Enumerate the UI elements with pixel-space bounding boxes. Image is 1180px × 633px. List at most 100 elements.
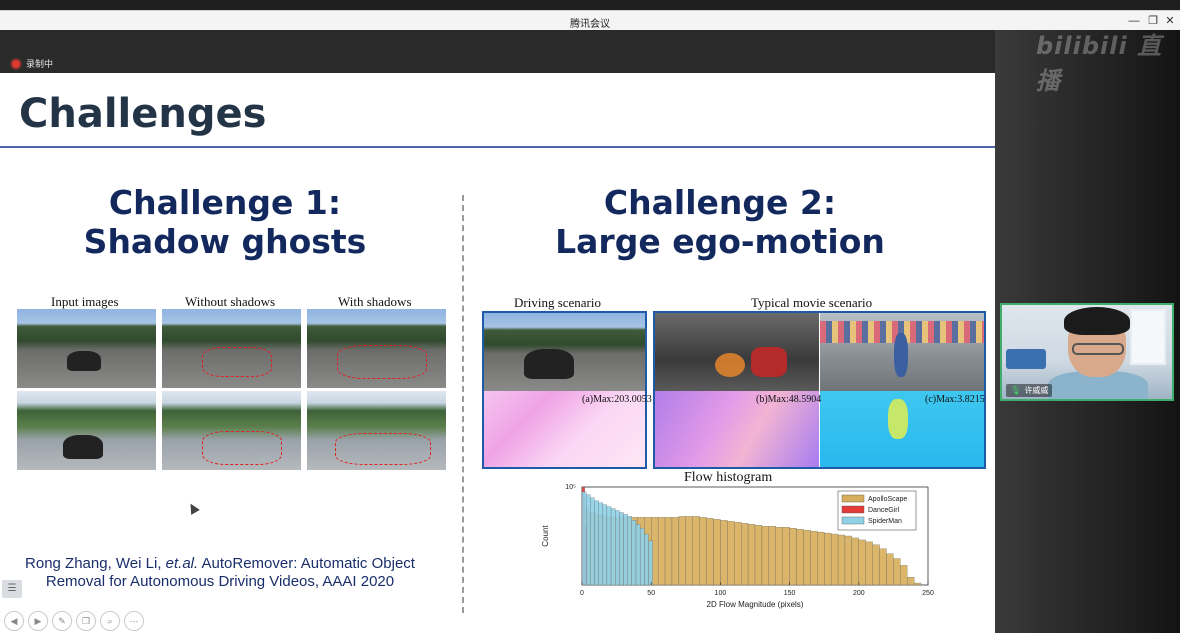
max-label-c: (c)Max:3.8215 xyxy=(925,394,985,405)
person-glasses xyxy=(1072,343,1124,355)
label-driving-scenario: Driving scenario xyxy=(514,295,602,310)
histogram-bar xyxy=(796,528,804,586)
shadow-outline xyxy=(202,431,282,465)
challenge-2-line1: Challenge 2: xyxy=(603,183,837,222)
participant-video-tile[interactable]: 🎙 许威威 xyxy=(1000,303,1174,401)
histogram-bar xyxy=(615,510,620,586)
crowd-shape xyxy=(820,321,984,343)
histogram-bar xyxy=(639,528,645,586)
citation-etal: et.al. xyxy=(165,555,199,572)
room-window xyxy=(1130,309,1166,365)
histogram-bar xyxy=(865,541,873,586)
recording-indicator[interactable]: 录制中 xyxy=(12,57,53,70)
next-slide-icon[interactable]: ▶ xyxy=(28,611,48,631)
input-image-2 xyxy=(17,391,156,470)
legend-swatch xyxy=(841,505,865,514)
column-divider xyxy=(462,195,464,613)
previous-slide-icon[interactable]: ◀ xyxy=(4,611,24,631)
zoom-icon[interactable]: ⌕ xyxy=(100,611,120,631)
maximize-button[interactable]: ❐ xyxy=(1148,15,1158,27)
x-tick-label: 150 xyxy=(784,590,796,597)
histogram-bar xyxy=(747,524,756,586)
slide-title: Challenges xyxy=(19,91,267,137)
x-tick-label: 50 xyxy=(647,590,655,597)
histogram-bar xyxy=(817,531,825,586)
histogram-bar xyxy=(830,533,839,586)
label-without-shadows: Without shadows xyxy=(185,294,276,309)
slide-list-button[interactable]: ☰ xyxy=(2,580,22,598)
y-axis-label: Count xyxy=(541,525,550,547)
legend-entry: SpiderMan xyxy=(868,518,902,525)
histogram-bar xyxy=(824,532,832,586)
histogram-bar xyxy=(692,516,700,586)
pen-icon[interactable]: ✎ xyxy=(52,611,72,631)
driving-image xyxy=(484,313,645,391)
histogram-bar xyxy=(699,517,707,586)
histogram-bar xyxy=(851,537,859,586)
x-tick-label: 200 xyxy=(853,590,865,597)
more-icon[interactable]: ⋯ xyxy=(124,611,144,631)
histogram-bar xyxy=(594,500,599,586)
citation-title-start: AutoRemover: Automatic Object xyxy=(198,555,415,572)
participant-name: 许威威 xyxy=(1024,386,1049,395)
dancer-figure xyxy=(894,333,908,377)
histogram-bar xyxy=(803,529,811,586)
histogram-bar xyxy=(648,540,653,586)
challenge-1-line2: Shadow ghosts xyxy=(83,222,367,261)
car-shape xyxy=(63,435,103,459)
mouse-cursor-icon xyxy=(186,501,200,515)
movie-frame: (b)Max:48.5904 (c)Max:3.8215 xyxy=(653,311,986,469)
histogram-bar xyxy=(644,533,649,586)
microphone-icon: 🎙 xyxy=(1010,385,1022,396)
histogram-bar xyxy=(810,530,818,586)
histogram-bar xyxy=(754,525,763,586)
person-hair xyxy=(1064,307,1130,335)
histogram-bar xyxy=(837,534,846,586)
histogram-bar xyxy=(590,497,595,586)
record-dot-icon xyxy=(12,59,20,68)
histogram-bar xyxy=(678,516,686,586)
close-button[interactable]: ✕ xyxy=(1165,15,1175,27)
label-movie-scenario: Typical movie scenario xyxy=(751,295,873,310)
spiderman-image xyxy=(655,313,819,391)
max-label-b: (b)Max:48.5904 xyxy=(756,394,822,405)
histogram-title: Flow histogram xyxy=(684,470,773,485)
bilibili-watermark: bilibili 直播 xyxy=(1036,32,1163,95)
histogram-bar xyxy=(619,512,624,586)
histogram-bar xyxy=(671,517,680,586)
shadow-outline xyxy=(335,433,431,465)
x-tick-label: 0 xyxy=(580,590,584,597)
spiderman-flow-map xyxy=(655,391,819,467)
x-tick-label: 100 xyxy=(715,590,727,597)
window-titlebar: 腾讯会议 — ❐ ✕ xyxy=(0,10,1180,30)
input-image-1 xyxy=(17,309,156,388)
dancer-flow-blob xyxy=(888,399,908,439)
minimize-button[interactable]: — xyxy=(1128,15,1140,27)
room-sofa xyxy=(1006,349,1046,369)
legend-entry: ApolloScape xyxy=(868,496,907,503)
label-with-shadows: With shadows xyxy=(338,294,412,309)
histogram-bar xyxy=(598,502,603,586)
histogram-bar xyxy=(734,522,742,586)
legend-swatch xyxy=(841,516,865,525)
histogram-bar xyxy=(713,519,721,586)
recording-label: 录制中 xyxy=(26,60,54,70)
title-underline xyxy=(0,146,995,148)
participant-name-tag: 🎙 许威威 xyxy=(1006,384,1053,397)
shadow-outline xyxy=(337,345,427,379)
citation-line1: Rong Zhang, Wei Li, et.al. AutoRemover: … xyxy=(14,555,426,573)
fire-shape xyxy=(715,353,745,377)
car-shape xyxy=(67,351,101,371)
challenge-2-heading: Challenge 2: Large ego-motion xyxy=(520,183,920,261)
histogram-bar xyxy=(664,517,673,586)
with-shadows-image-2 xyxy=(307,391,446,470)
histogram-bar xyxy=(858,539,866,586)
driving-frame: (a)Max:203.0053 xyxy=(482,311,652,469)
histogram-bar xyxy=(623,514,628,586)
copy-icon[interactable]: ❐ xyxy=(76,611,96,631)
challenge-1-line1: Challenge 1: xyxy=(108,183,342,222)
histogram-bar xyxy=(727,521,735,586)
without-shadows-image-2 xyxy=(162,391,301,470)
histogram-bar xyxy=(907,577,915,586)
